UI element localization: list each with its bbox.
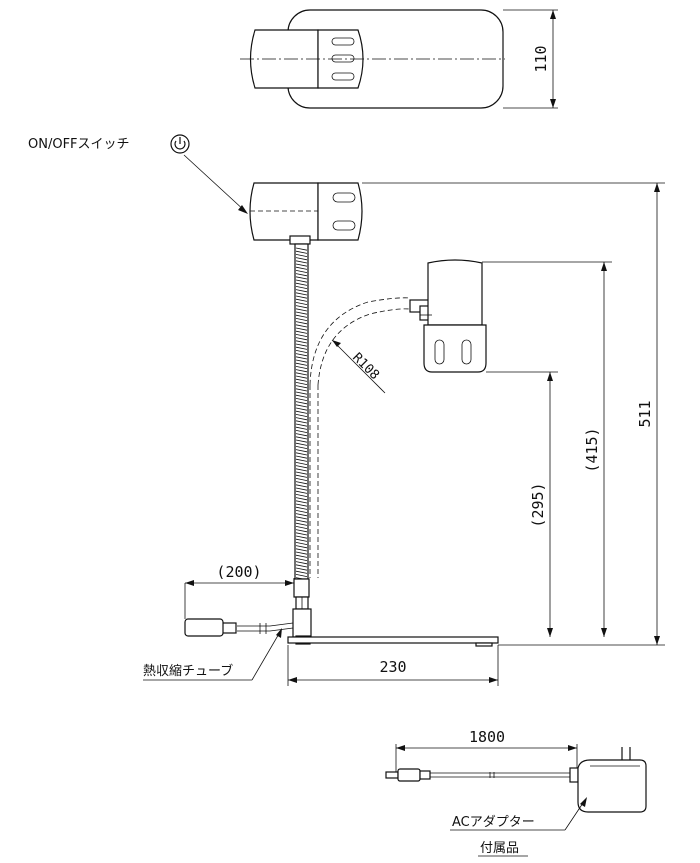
front-view: R108 511 (415) (295) (200) 230 — [143, 182, 665, 686]
gooseneck-coil — [295, 247, 308, 581]
power-icon — [170, 134, 190, 154]
arrowhead — [547, 628, 553, 637]
arrowhead — [332, 340, 341, 347]
switch-callout: ON/OFFスイッチ — [28, 134, 248, 214]
arrowhead — [580, 797, 587, 807]
base-plate — [287, 636, 499, 644]
dim-511-label: 511 — [636, 400, 654, 427]
arrowhead — [550, 10, 556, 19]
lamp-mount — [289, 235, 311, 245]
arrowhead — [654, 636, 660, 645]
arrowhead — [288, 677, 297, 683]
ac-adapter-view: 1800 ACアダプター 付属品 — [385, 728, 647, 857]
arrowhead — [185, 580, 194, 586]
arrowhead — [285, 580, 294, 586]
adapter-dc-plug — [397, 768, 421, 782]
adapter-strain-relief — [569, 767, 579, 783]
arrowhead — [547, 372, 553, 381]
dim-200-label: (200) — [216, 563, 261, 581]
arm-joint — [293, 578, 310, 598]
arm-foot — [292, 608, 312, 638]
heat-shrink-label: 熱収縮チューブ — [143, 663, 233, 679]
switch-leader-line — [183, 154, 247, 213]
lamp2-head — [423, 324, 487, 373]
top-view-slot — [331, 37, 355, 46]
lamp2-slot — [434, 339, 445, 365]
dim-230-label: 230 — [379, 658, 406, 676]
lamp-slot — [332, 192, 356, 203]
arrowhead — [276, 628, 282, 638]
dc-plug — [184, 618, 224, 637]
dim-1800-label: 1800 — [469, 728, 505, 746]
adapter-dc-tip — [385, 771, 399, 779]
lamp-head — [317, 182, 363, 241]
adapter-body — [577, 759, 647, 813]
ac-adapter-label: ACアダプター — [452, 815, 535, 830]
lamp2-body — [427, 259, 483, 326]
dim-295-label: (295) — [529, 482, 547, 527]
radius-label: R108 — [349, 350, 382, 383]
radius-leader — [331, 339, 386, 394]
cord-boot — [221, 622, 237, 634]
arrowhead — [238, 205, 248, 214]
arrowhead — [601, 262, 607, 271]
arrowhead — [601, 628, 607, 637]
arrowhead — [396, 745, 405, 751]
lamp-body — [249, 182, 319, 241]
top-view-slot — [331, 72, 355, 81]
curved-arm-phantom — [317, 308, 411, 386]
base-foot — [475, 642, 493, 647]
arrowhead — [489, 677, 498, 683]
lamp-slot — [332, 220, 356, 231]
top-view: 110 — [240, 9, 558, 109]
top-view-slot — [331, 54, 355, 63]
arrowhead — [568, 745, 577, 751]
arrowhead — [654, 183, 660, 192]
heat-shrink-leader — [251, 631, 281, 681]
arrowhead — [550, 99, 556, 108]
accessory-label: 付属品 — [480, 841, 519, 856]
dim-415-label: (415) — [583, 427, 601, 472]
switch-label: ON/OFFスイッチ — [28, 137, 130, 152]
power-cord — [237, 622, 294, 627]
lamp2-slot — [461, 339, 472, 365]
dim-110-label: 110 — [532, 45, 550, 72]
